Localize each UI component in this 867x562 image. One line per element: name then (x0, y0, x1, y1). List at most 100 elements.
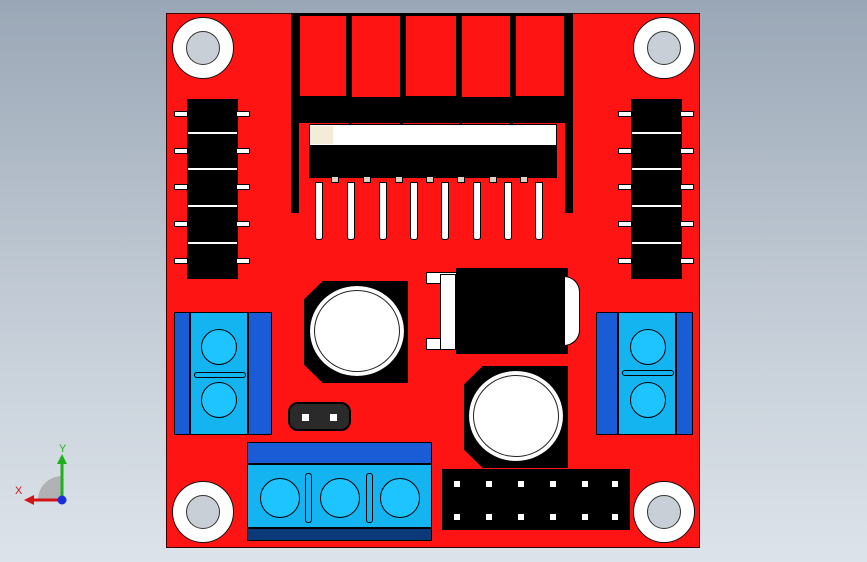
pin-separator (632, 242, 681, 244)
regulator-tab (440, 274, 456, 350)
mounting-hole-top-left (172, 17, 234, 79)
header-pin (550, 514, 556, 520)
power-terminal (247, 464, 432, 528)
motor-terminal-a (190, 312, 248, 435)
terminal-side (174, 312, 190, 435)
ic-leg (379, 182, 387, 240)
pin-stub (680, 184, 694, 190)
heatsink-bar (291, 97, 573, 123)
mounting-hole-bottom-left (172, 481, 234, 543)
motor-terminal-b (618, 312, 676, 435)
header-pin (486, 481, 492, 487)
pin-stub (236, 258, 250, 264)
ic-leg (504, 182, 512, 240)
mounting-hole-top-right (633, 17, 695, 79)
regulator-body (456, 268, 568, 354)
ic-leg (410, 182, 418, 240)
pin-stub (236, 148, 250, 154)
pin-separator (188, 168, 237, 170)
ic-leg (441, 182, 449, 240)
ic-leg (315, 182, 323, 240)
pin-stub (680, 111, 694, 117)
header-pin (518, 514, 524, 520)
screw-icon[interactable] (630, 382, 666, 418)
header-pin (518, 481, 524, 487)
heatsink-fin (513, 13, 567, 99)
screw-icon[interactable] (630, 329, 666, 365)
screw-icon[interactable] (320, 478, 360, 518)
jumper[interactable] (288, 402, 351, 431)
terminal-base (247, 528, 432, 541)
ic-leg (489, 176, 497, 183)
driver-ic-tab (309, 124, 557, 146)
pin-separator (632, 132, 681, 134)
ic-leg (395, 176, 403, 183)
terminal-divider (622, 370, 674, 376)
pin-stub (174, 111, 188, 117)
pin-stub (236, 221, 250, 227)
pin-stub (680, 258, 694, 264)
ic-leg (520, 176, 528, 183)
driver-ic-legs (309, 176, 557, 240)
pin-stub (618, 148, 632, 154)
mounting-hole-bottom-right (633, 481, 695, 543)
pin-stub (680, 221, 694, 227)
pin-stub (618, 184, 632, 190)
ic-leg (473, 182, 481, 240)
terminal-side (596, 312, 618, 435)
pin-stub (174, 221, 188, 227)
pin-separator (632, 168, 681, 170)
capacitor-1 (307, 283, 407, 379)
screw-icon[interactable] (201, 382, 237, 418)
pin-separator (188, 132, 237, 134)
pin-separator (188, 242, 237, 244)
terminal-side (248, 312, 272, 435)
jumper-pin (330, 414, 337, 421)
capacitor-2 (466, 368, 566, 464)
y-axis-label: Y (59, 443, 67, 455)
ic-leg (457, 176, 465, 183)
terminal-divider (366, 473, 373, 523)
regulator-dome (564, 276, 580, 346)
pin-stub (174, 184, 188, 190)
header-pin (486, 514, 492, 520)
terminal-side (676, 312, 693, 435)
header-pin (582, 481, 588, 487)
pin-stub (174, 148, 188, 154)
jumper-pin (302, 414, 309, 421)
header-pin (582, 514, 588, 520)
heatsink (291, 13, 573, 213)
driver-ic-body (309, 146, 557, 178)
driver-ic-tab-notch (311, 126, 333, 144)
terminal-divider (194, 372, 246, 378)
header-pin (454, 481, 460, 487)
header-pin (612, 481, 618, 487)
screw-icon[interactable] (260, 478, 300, 518)
pin-header-right (631, 99, 682, 279)
pin-stub (618, 221, 632, 227)
pin-header-left (187, 99, 238, 279)
x-axis-label: X (15, 485, 23, 497)
header-pin (550, 481, 556, 487)
screw-icon[interactable] (201, 329, 237, 365)
pin-stub (680, 148, 694, 154)
ic-leg (426, 176, 434, 183)
heatsink-fin (403, 13, 459, 99)
pin-stub (236, 111, 250, 117)
ic-leg (331, 176, 339, 183)
ic-leg (347, 182, 355, 240)
ic-leg (363, 176, 371, 183)
pin-separator (188, 205, 237, 207)
header-pin (454, 514, 460, 520)
ic-leg (535, 182, 543, 240)
terminal-top (247, 442, 432, 464)
view-triad[interactable]: X Y (14, 440, 74, 510)
axis-triad-icon (24, 454, 67, 505)
screw-icon[interactable] (380, 478, 420, 518)
header-pin (612, 514, 618, 520)
pin-separator (632, 205, 681, 207)
pin-header-bottom (442, 469, 630, 530)
driver-ic (309, 124, 557, 178)
pin-stub (618, 111, 632, 117)
heatsink-fin (297, 13, 349, 99)
